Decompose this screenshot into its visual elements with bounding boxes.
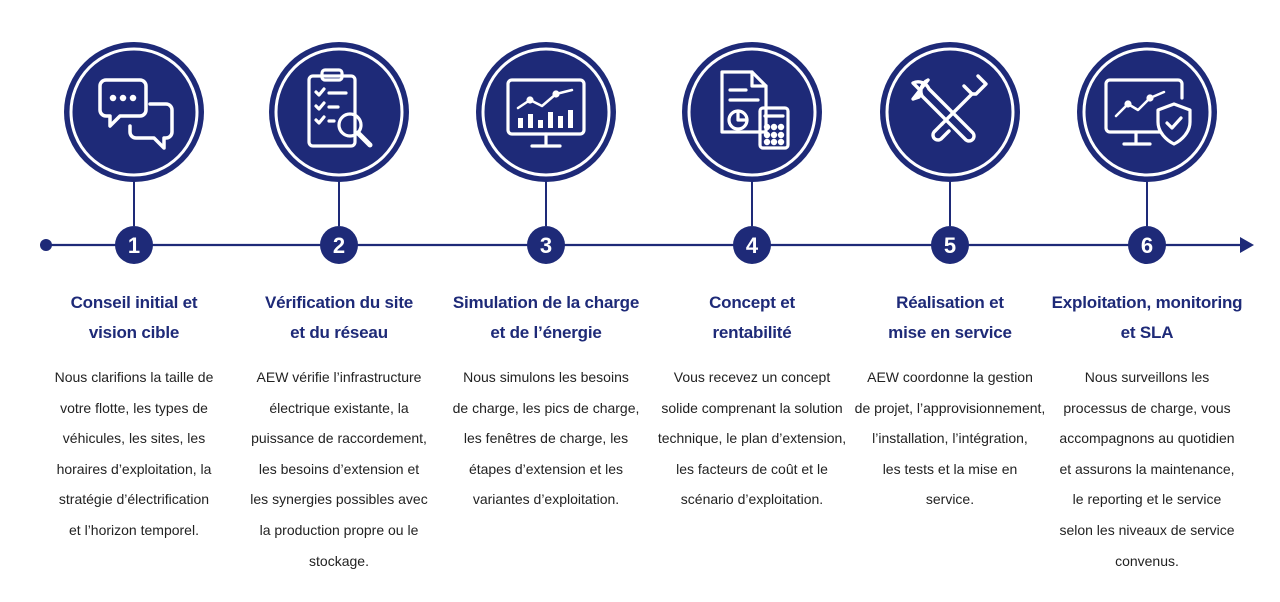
step-3-description: Nous simulons les besoins de charge, les… [452,369,640,508]
step-4-number: 4 [746,233,759,258]
step-6-graphic: 6 [1077,42,1217,264]
step-1-graphic: 1 [64,42,204,264]
step-5-number: 5 [944,233,956,258]
step-4-text: Concept et rentabilité Vous recevez un c… [654,288,850,515]
timeline-arrow-icon [1240,237,1254,253]
step-5-icon-ring [885,47,1015,177]
step-3-icon-ring [481,47,611,177]
step-3-text: Simulation de la charge et de l’énergie … [448,288,644,515]
clipboard-magnifier-icon [307,68,373,148]
step-4-description: Vous recevez un concept solide comprenan… [657,369,847,508]
step-4-icon-ring [687,47,817,177]
step-2-number: 2 [333,233,345,258]
step-6-icon-ring [1082,47,1212,177]
step-4-graphic: 4 [682,42,822,264]
step-3-number: 3 [540,233,552,258]
step-2-text: Vérification du site et du réseau AEW vé… [241,288,437,576]
document-calculator-icon [720,70,790,150]
step-2-description: AEW vérifie l’infrastructure électrique … [250,369,428,569]
step-4-number-badge [733,226,771,264]
step-4-title: Concept et rentabilité [709,293,795,342]
step-2-number-badge [320,226,358,264]
step-3-number-badge [527,226,565,264]
step-2-title: Vérification du site et du réseau [264,293,414,342]
step-6-description: Nous surveillons les processus de charge… [1059,369,1235,569]
step-2-graphic: 2 [269,42,409,264]
step-6-text: Exploitation, monitoring et SLA Nous sur… [1049,288,1245,576]
step-6-title: Exploitation, monitoring et SLA [1051,293,1243,342]
step-1-icon-ring [69,47,199,177]
step-3-title: Simulation de la charge et de l’énergie [452,293,640,342]
step-1-number-badge [115,226,153,264]
step-1-number: 1 [128,233,140,258]
monitor-shield-icon [1104,78,1192,146]
step-5-graphic: 5 [880,42,1020,264]
step-6-icon-badge [1077,42,1217,182]
wrench-screwdriver-icon [911,74,988,143]
step-2-icon-ring [274,47,404,177]
step-5-title: Réalisation et mise en service [888,293,1012,342]
step-6-number-badge [1128,226,1166,264]
step-5-description: AEW coordonne la gestion de projet, l’ap… [854,369,1046,508]
step-6-number: 6 [1141,233,1153,258]
step-1-text: Conseil initial et vision cible Nous cla… [36,288,232,546]
monitor-chart-icon [506,78,586,148]
chat-bubbles-icon [98,78,174,150]
step-5-number-badge [931,226,969,264]
step-1-icon-badge [64,42,204,182]
step-1-description: Nous clarifions la taille de votre flott… [54,369,214,538]
step-1-title: Conseil initial et vision cible [70,293,198,342]
step-4-icon-badge [682,42,822,182]
step-2-icon-badge [269,42,409,182]
step-3-icon-badge [476,42,616,182]
step-3-graphic: 3 [476,42,616,264]
step-5-text: Réalisation et mise en service AEW coord… [852,288,1048,515]
